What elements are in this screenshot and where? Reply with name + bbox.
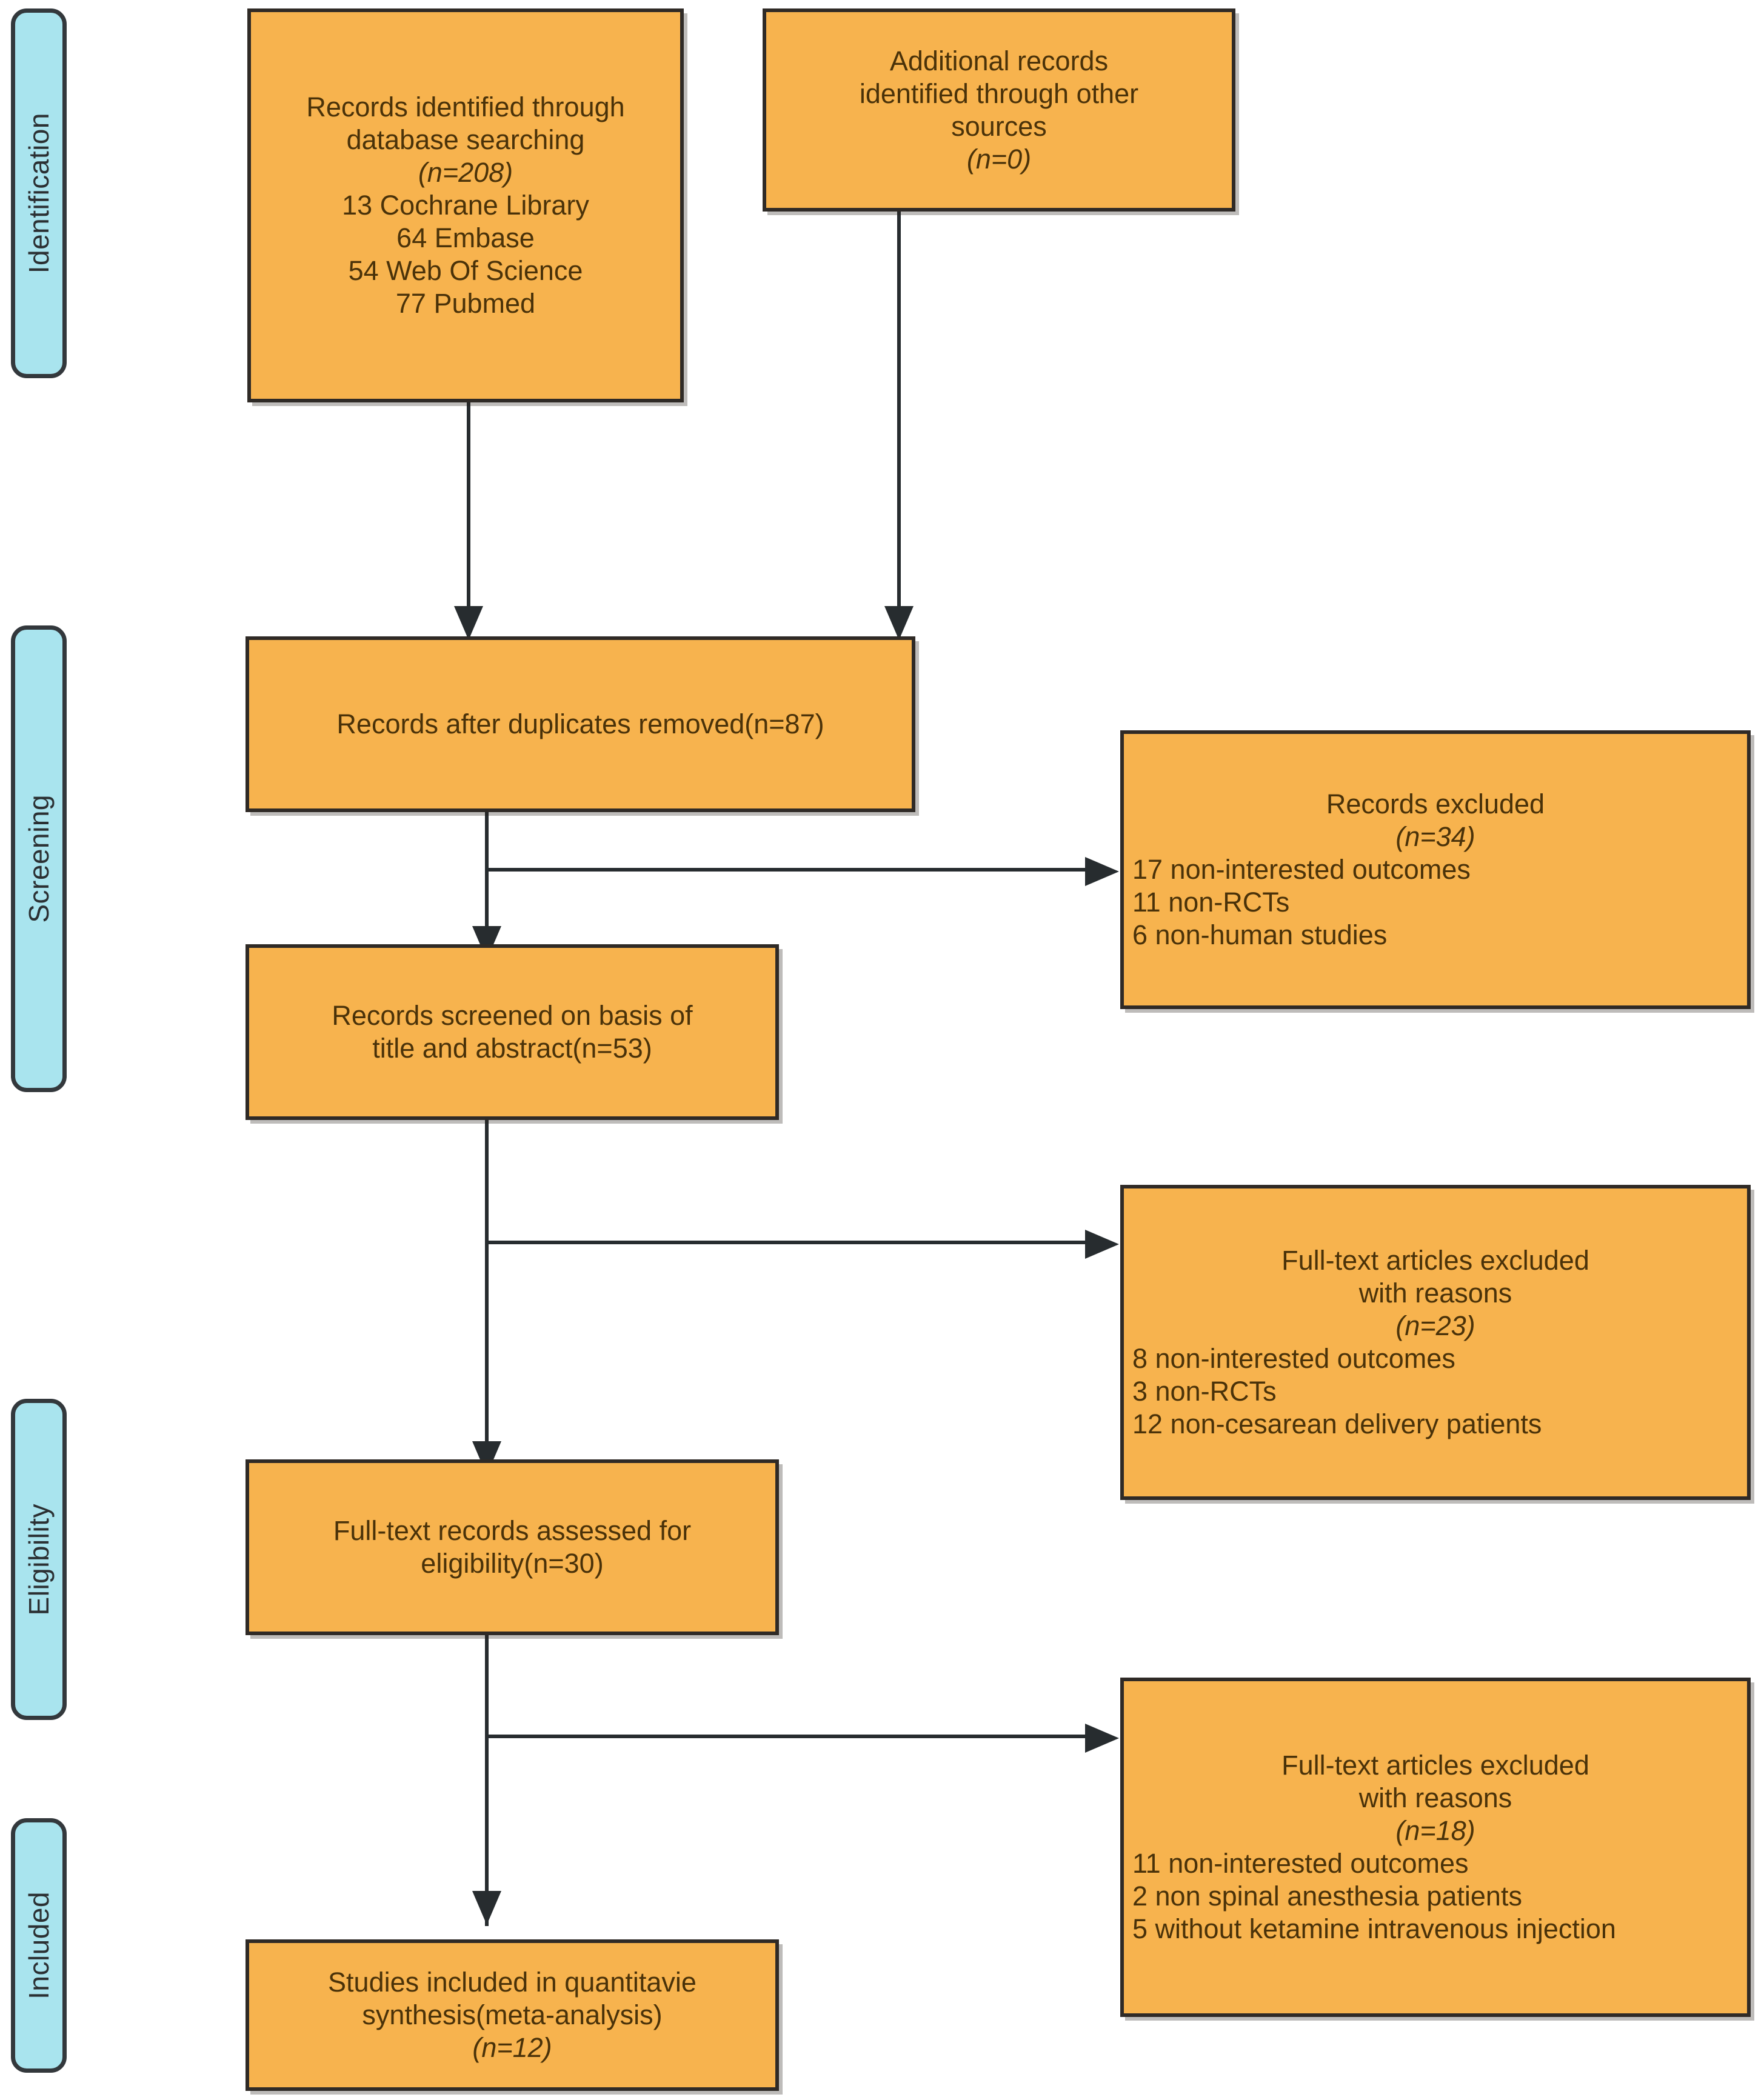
box-line: with reasons — [1358, 1278, 1512, 1308]
box-line-reason: 3 non-RCTs — [1132, 1376, 1277, 1407]
arrowhead-duplicates-to-excluded — [1085, 857, 1119, 886]
arrowhead-assessed-to-included — [472, 1891, 501, 1925]
arrowhead-other-to-duplicates — [884, 606, 914, 640]
box-line: 77 Pubmed — [395, 288, 536, 319]
box-line-reason: 11 non-RCTs — [1132, 887, 1290, 918]
arrowhead-assessed-to-excluded2 — [1085, 1724, 1119, 1753]
box-line: 13 Cochrane Library — [342, 190, 589, 221]
box-line: sources — [951, 110, 1047, 142]
box-line-count: (n=0) — [966, 143, 1032, 175]
connector-assessed-to-included — [485, 1612, 489, 1926]
stage-label-identification: Identification — [23, 113, 55, 274]
stage-tab-screening: Screening — [11, 625, 67, 1092]
box-line-reason: 8 non-interested outcomes — [1132, 1343, 1455, 1374]
box-line-count: (n=23) — [1395, 1310, 1475, 1341]
box-line-reason: 17 non-interested outcomes — [1132, 854, 1471, 885]
box-records-after-duplicates-removed: Records after duplicates removed(n=87) — [246, 636, 915, 812]
box-line: Studies included in quantitavie — [328, 1967, 697, 1998]
box-line: Additional records — [889, 45, 1109, 76]
connector-screened-to-excluded1 — [485, 1241, 1091, 1244]
box-line: Records excluded — [1326, 788, 1545, 819]
box-line: eligibility(n=30) — [421, 1548, 604, 1579]
box-line-count: (n=12) — [472, 2032, 552, 2063]
box-records-screened: Records screened on basis of title and a… — [246, 944, 779, 1120]
box-records-excluded: Records excluded (n=34) 17 non-intereste… — [1120, 730, 1751, 1009]
stage-tab-included: Included — [11, 1818, 67, 2073]
arrowhead-screened-to-excluded1 — [1085, 1230, 1119, 1259]
box-line: database searching — [346, 124, 585, 155]
stage-label-screening: Screening — [23, 795, 55, 923]
connector-assessed-to-excluded2 — [485, 1735, 1091, 1738]
box-line-reason: 6 non-human studies — [1132, 919, 1388, 950]
connector-duplicates-to-excluded — [485, 868, 1091, 872]
connector-screened-to-assessed — [485, 1097, 489, 1478]
box-fulltext-records-assessed: Full-text records assessed for eligibili… — [246, 1459, 779, 1635]
box-line: 64 Embase — [396, 222, 535, 253]
box-line: Full-text articles excluded — [1281, 1245, 1589, 1276]
stage-tab-eligibility: Eligibility — [11, 1399, 67, 1720]
box-line: Full-text articles excluded — [1281, 1750, 1589, 1781]
stage-label-eligibility: Eligibility — [23, 1503, 55, 1616]
box-fulltext-excluded-with-reasons-2: Full-text articles excluded with reasons… — [1120, 1678, 1751, 2017]
connector-identified-to-duplicates — [467, 400, 470, 641]
box-line: with reasons — [1358, 1782, 1512, 1813]
box-line-reason: 5 without ketamine intravenous injection — [1132, 1913, 1616, 1944]
box-line: 54 Web Of Science — [348, 255, 583, 286]
box-fulltext-excluded-with-reasons-1: Full-text articles excluded with reasons… — [1120, 1185, 1751, 1500]
box-line-count: (n=208) — [418, 157, 513, 188]
box-line: synthesis(meta-analysis) — [362, 1999, 663, 2030]
box-line: Records after duplicates removed(n=87) — [336, 708, 824, 739]
box-line: Records identified through — [306, 92, 625, 122]
box-line-count: (n=34) — [1395, 821, 1475, 852]
connector-duplicates-to-screened — [485, 811, 489, 962]
box-additional-records-other-sources: Additional records identified through ot… — [763, 8, 1235, 212]
arrowhead-identified-to-duplicates — [454, 606, 483, 640]
box-line: title and abstract(n=53) — [372, 1033, 652, 1064]
box-line-count: (n=18) — [1395, 1815, 1475, 1846]
box-studies-included: Studies included in quantitavie synthesi… — [246, 1939, 779, 2091]
box-records-identified-database: Records identified through database sear… — [247, 8, 684, 402]
box-line: Full-text records assessed for — [333, 1515, 692, 1546]
box-line: identified through other — [859, 78, 1139, 109]
box-line: Records screened on basis of — [332, 1000, 693, 1031]
stage-label-included: Included — [23, 1892, 55, 1999]
box-line-reason: 2 non spinal anesthesia patients — [1132, 1881, 1522, 1912]
box-line-reason: 12 non-cesarean delivery patients — [1132, 1408, 1542, 1439]
box-line-reason: 11 non-interested outcomes — [1132, 1848, 1469, 1879]
connector-other-to-duplicates — [897, 209, 901, 641]
stage-tab-identification: Identification — [11, 8, 67, 378]
